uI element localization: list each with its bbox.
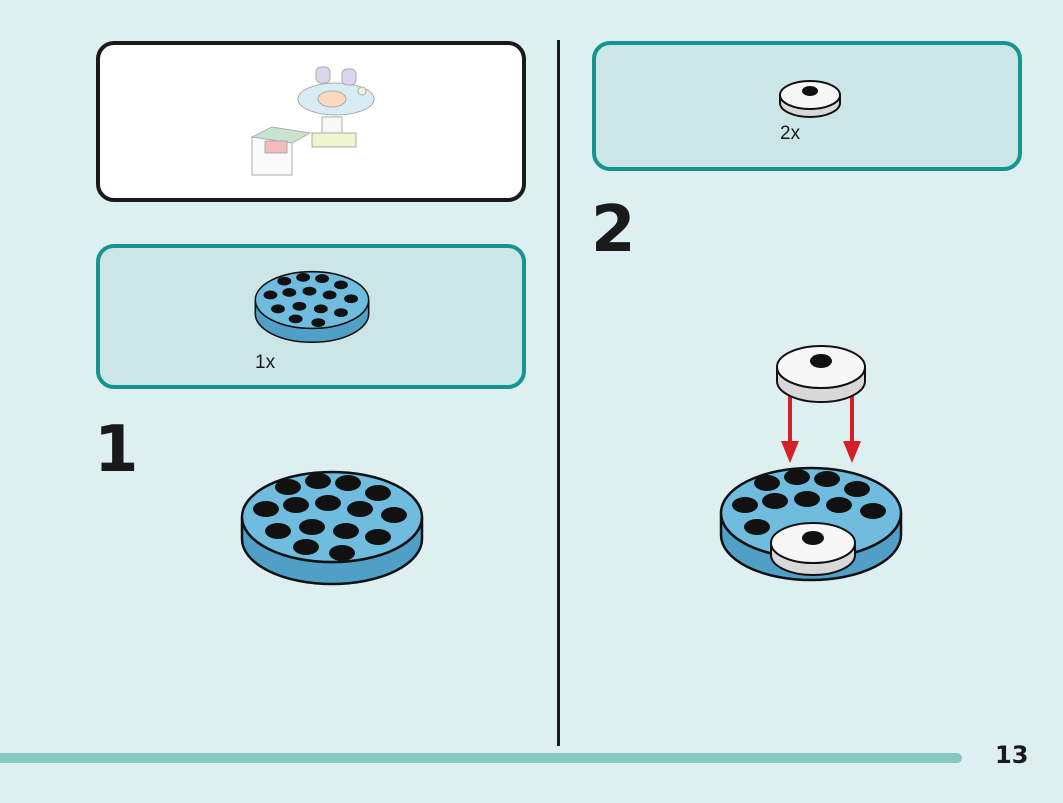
step-number-2: 2 [591,193,636,267]
parts-needed-panel-step-2: 2x [592,41,1022,171]
faded-model-preview-image [250,66,375,176]
step-1-assembly-plate-image [240,470,424,586]
footer-progress-bar [0,753,962,763]
white-round-tile-icon [779,80,841,118]
page-number: 13 [995,741,1029,769]
final-model-preview-box [96,41,526,202]
parts-needed-panel-step-1: 1x [96,244,526,389]
step-2-assembly-image [719,345,903,582]
part-quantity-label: 2x [780,123,801,144]
column-divider [557,40,560,746]
part-quantity-label: 1x [255,352,276,373]
step-number-1: 1 [94,413,139,487]
blue-round-plate-4x4-icon [254,270,370,343]
